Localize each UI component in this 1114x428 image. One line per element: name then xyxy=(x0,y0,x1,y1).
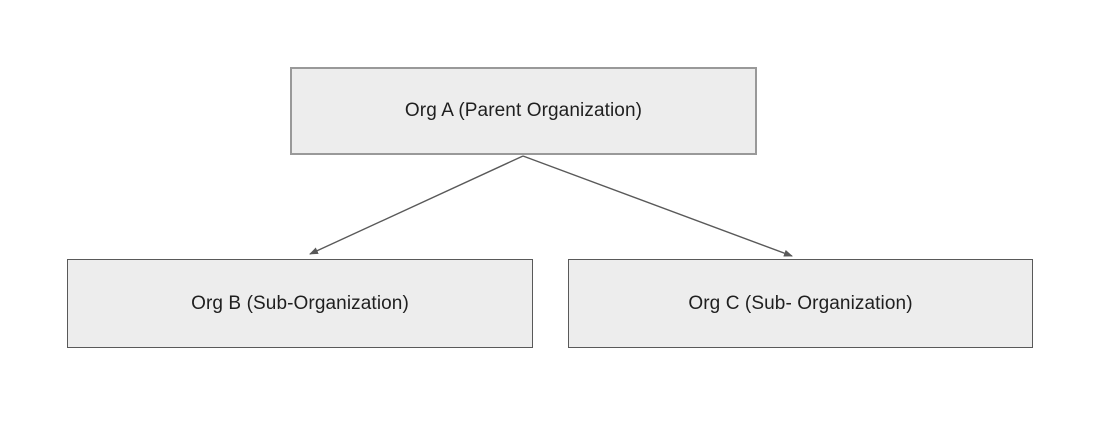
node-org-a-label: Org A (Parent Organization) xyxy=(404,100,643,121)
edge-a-to-b xyxy=(309,155,524,255)
node-org-c-label: Org C (Sub- Organization) xyxy=(688,292,913,314)
node-org-c: Org C (Sub- Organization) xyxy=(568,259,1033,348)
edge-a-to-c xyxy=(522,155,793,257)
node-org-a: Org A (Parent Organization) xyxy=(290,67,757,155)
node-org-b: Org B (Sub-Organization) xyxy=(67,259,533,348)
node-org-b-label: Org B (Sub-Organization) xyxy=(191,292,409,314)
